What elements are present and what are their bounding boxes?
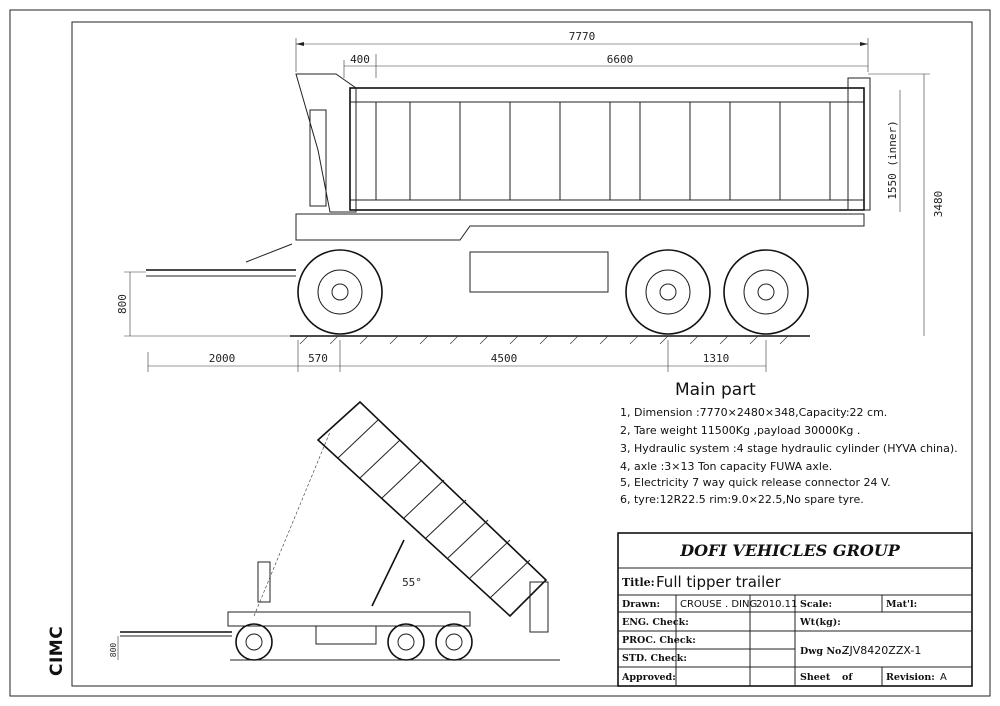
side-view: 7770 400 6600 1550 (inner) 3480 [116,30,945,372]
main-part-heading: Main part [675,380,756,400]
tipped-view: 55° 800 [109,400,560,661]
outer-border [9,9,991,697]
tipped-body [316,400,548,618]
weight-label: Wt(kg): [799,617,841,628]
wheels [297,249,809,335]
dim-tip-angle: 55° [402,576,422,589]
material-label: Mat'l: [886,599,917,610]
dwg-no-value: ZJV8420ZZX-1 [842,644,921,657]
inner-border [71,21,973,687]
dim-inner-height: 1550 (inner) [886,120,899,199]
dim-wheelbase: 4500 [491,352,518,365]
dwg-no-label: Dwg No.: [800,646,848,657]
dim-front-axle-offset: 570 [308,352,328,365]
dim-small-height: 800 [109,643,118,658]
eng-check-label: ENG. Check: [622,617,689,628]
logo-text: CIMC [47,626,67,676]
scale-label: Scale: [800,599,832,610]
drawn-date: 2010.11 [756,599,797,610]
spec-item-2: 2, Tare weight 11500Kg ,payload 30000Kg … [620,424,860,437]
dim-coupling-height: 800 [116,294,129,314]
revision-value: A [940,672,947,683]
dim-overall-height: 3480 [932,191,945,218]
dim-overall-length: 7770 [569,30,596,43]
title-block: DOFI VEHICLES GROUP Title: Full tipper t… [617,532,973,687]
approved-label: Approved: [621,672,676,683]
spec-item-1: 1, Dimension :7770×2480×348,Capacity:22 … [620,406,887,419]
title-value: Full tipper trailer [656,573,781,591]
spec-item-3: 3, Hydraulic system :4 stage hydraulic c… [620,442,958,455]
of-label: of [842,672,853,683]
chassis-frame [295,213,865,241]
proc-check-label: PROC. Check: [622,635,696,646]
sheet-label: Sheet [800,672,831,683]
spec-item-4: 4, axle :3×13 Ton capacity FUWA axle. [620,460,832,473]
revision-label: Revision: [886,672,935,683]
dim-body-length: 6600 [607,53,634,66]
dim-front-offset: 400 [350,53,370,66]
std-check-label: STD. Check: [622,653,687,664]
cimc-logo: CIMC [47,626,67,676]
tipper-body [349,87,865,211]
dim-rear-overhang: 1310 [703,352,730,365]
spec-item-5: 5, Electricity 7 way quick release conne… [620,476,891,489]
drawn-name: CROUSE . DING [680,599,757,610]
spec-item-6: 6, tyre:12R22.5 rim:9.0×22.5,No spare ty… [620,493,864,506]
company-name: DOFI VEHICLES GROUP [679,541,901,560]
dim-drawbar: 2000 [209,352,236,365]
title-label: Title: [622,576,655,589]
drawn-label: Drawn: [622,599,660,610]
main-part-section: Main part 1, Dimension :7770×2480×348,Ca… [620,380,958,506]
